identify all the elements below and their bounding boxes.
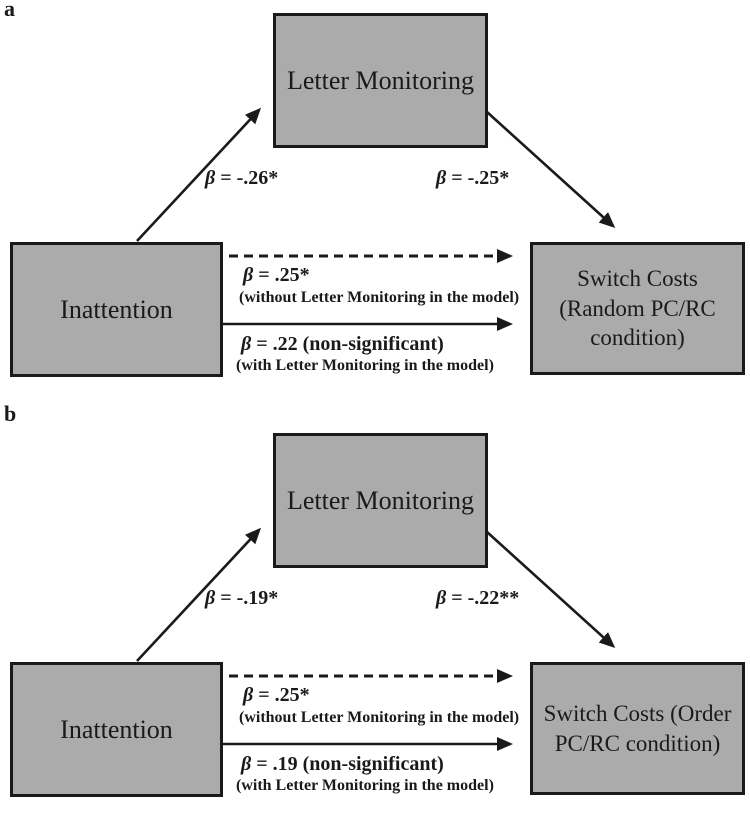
path-b-coefficient: β = -.22** — [436, 587, 520, 609]
adjusted-effect-coefficient: β = .19 (non-significant) — [241, 753, 444, 775]
panel-a-arrows-layer — [136, 107, 616, 331]
predictor-box: Inattention — [10, 662, 223, 797]
panel-a-label: a — [4, 0, 15, 21]
path-a-arrow-icon — [136, 527, 262, 662]
mediator-box: Letter Monitoring — [273, 433, 488, 568]
direct-effect-coefficient: β = .25* — [243, 264, 310, 286]
panel-b-arrows-layer — [136, 527, 616, 751]
path-a-arrow-icon — [136, 107, 262, 242]
direct-effect-coefficient: β = .25* — [243, 684, 310, 706]
adjusted-effect-note: (with Letter Monitoring in the model) — [236, 777, 494, 794]
path-b-coefficient: β = -.25* — [436, 167, 510, 189]
panel-b: b Letter Monitoring Inattention Switch C… — [0, 401, 750, 815]
path-b-arrow-icon — [486, 111, 616, 229]
mediator-box: Letter Monitoring — [273, 13, 488, 148]
panel-a: a Letter Monitoring Inattention Switch C… — [0, 0, 750, 395]
predictor-box: Inattention — [10, 242, 223, 377]
panel-b-label: b — [4, 401, 17, 426]
adjusted-effect-note: (with Letter Monitoring in the model) — [236, 357, 494, 374]
path-b-arrow-icon — [486, 531, 616, 649]
outcome-box: Switch Costs (Order PC/RC condition) — [530, 662, 745, 795]
adjusted-effect-coefficient: β = .22 (non-significant) — [241, 333, 444, 355]
path-a-coefficient: β = -.26* — [205, 167, 279, 189]
direct-effect-note: (without Letter Monitoring in the model) — [239, 709, 520, 726]
direct-effect-note: (without Letter Monitoring in the model) — [239, 289, 520, 306]
outcome-box: Switch Costs (Random PC/RC condition) — [530, 242, 745, 375]
path-a-coefficient: β = -.19* — [205, 587, 279, 609]
